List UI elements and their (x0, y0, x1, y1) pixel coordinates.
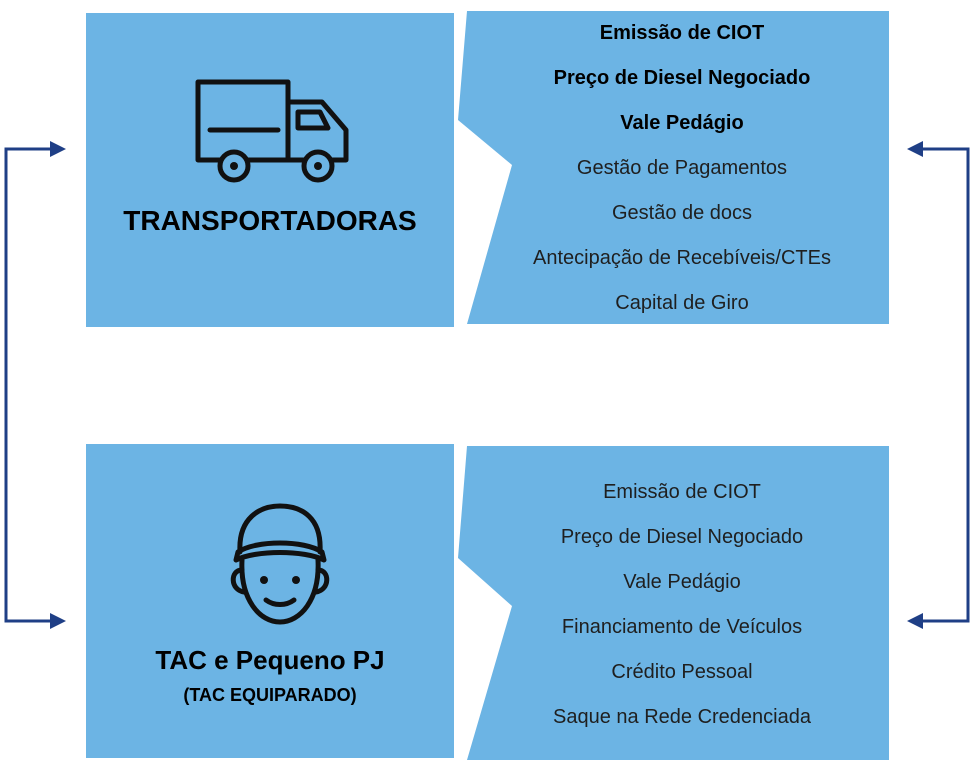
truck-icon (195, 79, 349, 183)
list-item: Capital de Giro (615, 292, 749, 314)
list-item: Preço de Diesel Negociado (553, 67, 811, 89)
left-arrowhead-top (50, 141, 66, 157)
list-item: Vale Pedágio (623, 571, 741, 593)
driver-face-icon (230, 503, 330, 625)
list-item: Emissão de CIOT (603, 481, 761, 503)
list-item: Crédito Pessoal (611, 661, 753, 683)
left-connector-arrow (4, 147, 52, 623)
tac-services-box (458, 446, 889, 760)
right-arrowhead-bottom (907, 613, 923, 629)
list-item: Antecipação de Recebíveis/CTEs (533, 247, 831, 269)
list-item: Vale Pedágio (620, 112, 744, 134)
left-arrowhead-bottom (50, 613, 66, 629)
transportadoras-title: TRANSPORTADORAS (123, 205, 417, 236)
transportadoras-box (86, 13, 454, 327)
tac-services-list: Emissão de CIOT Preço de Diesel Negociad… (482, 470, 882, 740)
right-connector-arrow (922, 147, 970, 623)
tac-title: TAC e Pequeno PJ (155, 645, 385, 675)
tac-subtitle: (TAC EQUIPARADO) (183, 685, 357, 705)
list-item: Gestão de Pagamentos (576, 157, 788, 179)
list-item: Gestão de docs (611, 202, 753, 224)
list-item: Financiamento de Veículos (561, 616, 803, 638)
right-arrowhead-top (907, 141, 923, 157)
list-item: Preço de Diesel Negociado (560, 526, 804, 548)
transportadoras-services-box (458, 11, 889, 324)
list-item: Emissão de CIOT (599, 22, 765, 44)
transportadoras-services-list: Emissão de CIOT Preço de Diesel Negociad… (482, 11, 882, 326)
list-item: Saque na Rede Credenciada (553, 706, 811, 728)
